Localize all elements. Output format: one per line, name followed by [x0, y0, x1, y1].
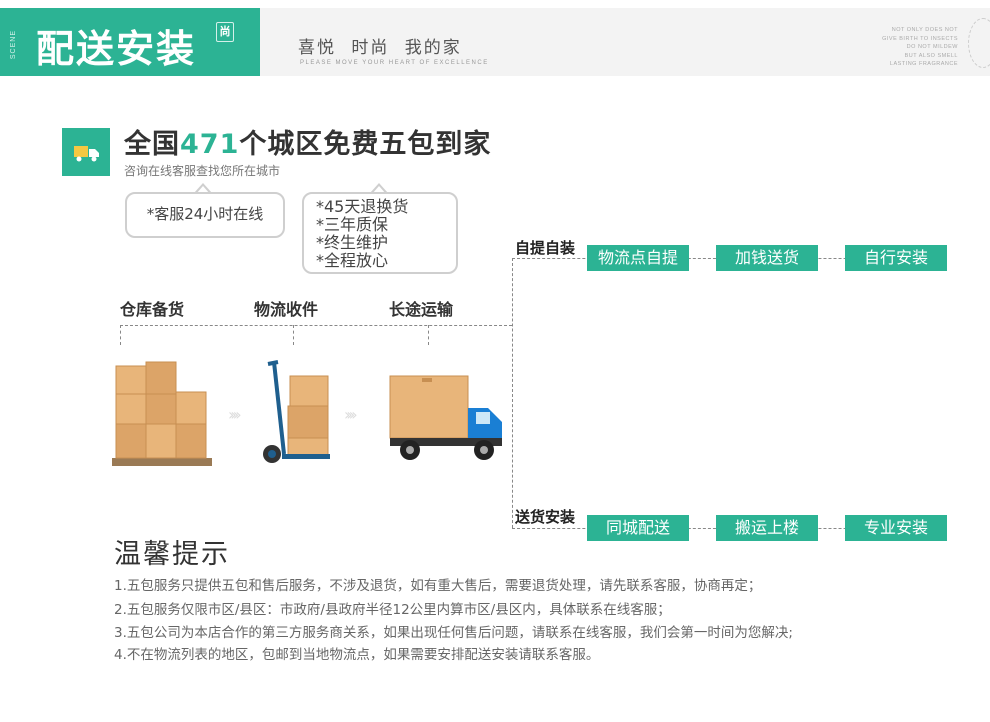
hand-truck-illustration: [256, 358, 336, 468]
stacked-boxes-illustration: [108, 358, 214, 468]
tagline: 喜悦 时尚 我的家: [298, 38, 462, 58]
tip-item: 4.不在物流列表的地区，包邮到当地物流点，如果需要安排配送安装请联系客服。: [114, 647, 600, 663]
brand-block: SCENE 配送安装 尚: [0, 8, 260, 76]
delivery-truck-icon: [62, 128, 110, 176]
flow-connector: [120, 325, 121, 345]
guarantee-bubble: *45天退换货 *三年质保 *终生维护 *全程放心: [302, 192, 458, 274]
delivery-truck-illustration: [386, 372, 508, 468]
scene-label: SCENE: [10, 30, 17, 60]
flow-connector: [428, 325, 429, 345]
service-bubble: *客服24小时在线: [125, 192, 285, 238]
tips-title: 温馨提示: [114, 539, 230, 570]
tip-item: 3.五包公司为本店合作的第三方服务商关系，如果出现任何售后问题，请联系在线客服，…: [114, 625, 793, 641]
heading-prefix: 全国: [124, 129, 180, 160]
chevrons-icon: ››››: [344, 405, 357, 424]
tagline-sub: PLEASE MOVE YOUR HEART OF EXCELLENCE: [300, 60, 489, 66]
heading-suffix: 个城区免费五包到家: [239, 129, 492, 160]
guarantee-item: *全程放心: [316, 251, 389, 270]
route-delivery-label: 送货安装: [515, 508, 576, 526]
flow-connector: [120, 325, 512, 326]
route-step: 加钱送货: [716, 245, 818, 271]
tip-item: 1.五包服务只提供五包和售后服务，不涉及退货，如有重大售后，需要退货处理，请先联…: [114, 578, 762, 594]
route-step: 专业安装: [845, 515, 947, 541]
stage-transport-label: 长途运输: [389, 300, 454, 319]
route-step: 搬运上楼: [716, 515, 818, 541]
page-title: 配送安装: [36, 27, 197, 71]
decorative-ornament: [968, 18, 990, 68]
stage-pickup-label: 物流收件: [254, 300, 319, 319]
bubble-pointer: [194, 183, 212, 194]
city-count: 471: [180, 129, 240, 160]
route-pickup-label: 自提自装: [515, 239, 576, 257]
route-step: 同城配送: [587, 515, 689, 541]
tip-item: 2.五包服务仅限市区/县区：市政府/县政府半径12公里内算市区/县区内，具体联系…: [114, 602, 671, 618]
stage-warehouse-label: 仓库备货: [120, 300, 185, 319]
flow-connector: [293, 325, 294, 345]
guarantee-item: *45天退换货: [316, 197, 409, 216]
chevrons-icon: ››››: [228, 405, 241, 424]
coverage-subheading: 咨询在线客服查找您所在城市: [124, 164, 281, 178]
guarantee-item: *三年质保: [316, 215, 389, 234]
deco-line: LASTING FRAGRANCE: [889, 61, 958, 67]
route-step: 自行安装: [845, 245, 947, 271]
deco-line: BUT ALSO SMELL: [904, 52, 958, 59]
deco-line: DO NOT MILDEW: [906, 44, 958, 50]
decorative-text: NOT ONLY DOES NOT GIVE BIRTH TO INSECTS …: [882, 26, 958, 69]
deco-line: NOT ONLY DOES NOT: [891, 27, 958, 33]
seal-mark: 尚: [216, 22, 234, 42]
bubble-pointer: [370, 183, 388, 194]
flow-connector: [512, 258, 513, 528]
coverage-heading: 全国471个城区免费五包到家: [124, 122, 491, 161]
guarantee-item: *终生维护: [316, 233, 389, 252]
deco-line: GIVE BIRTH TO INSECTS: [882, 35, 958, 42]
route-step: 物流点自提: [587, 245, 689, 271]
